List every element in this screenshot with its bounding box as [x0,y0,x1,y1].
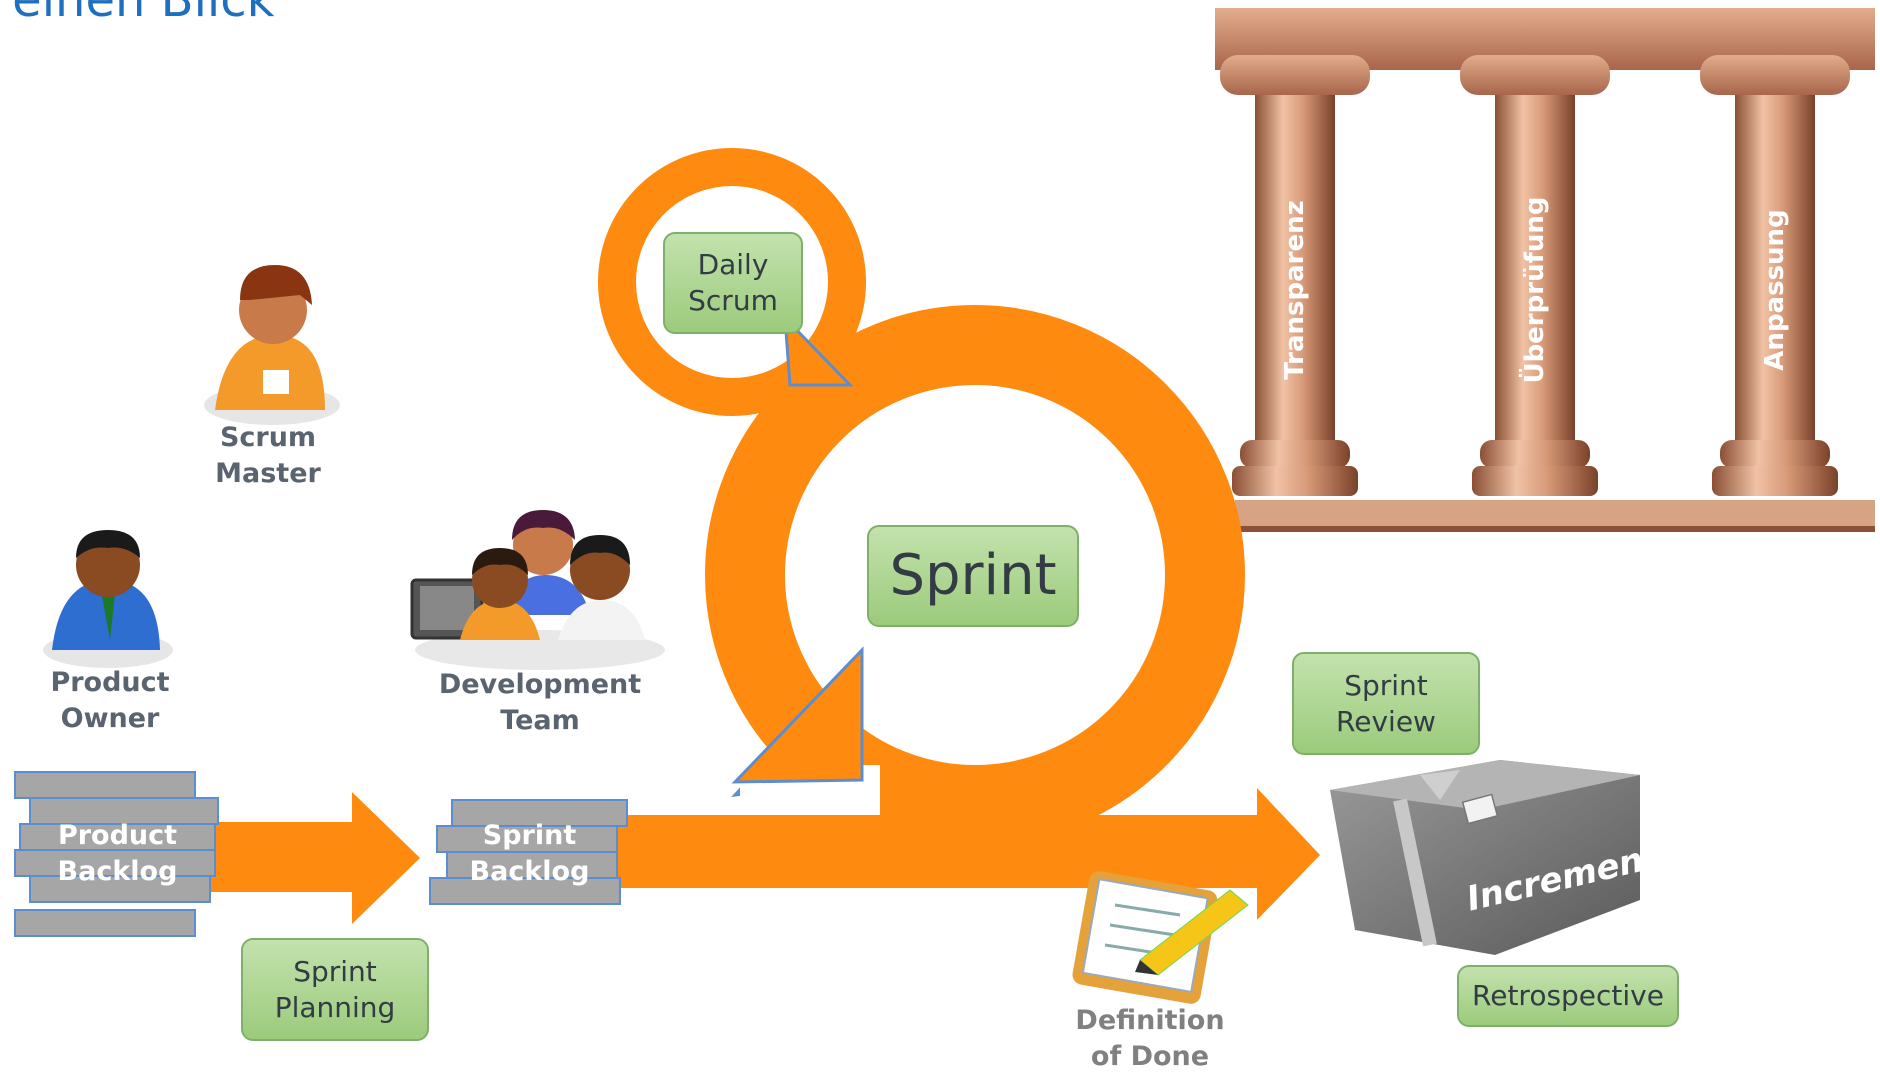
pillar-label-transparenz: Transparenz [1280,200,1310,380]
sprint-backlog-stack [429,799,628,905]
pillar-2 [1460,55,1610,496]
role-development-team: Development Team [438,669,642,736]
product-backlog-stack [14,771,219,937]
definition-of-done-label: Definition of Done [1075,1005,1225,1072]
event-sprint-review: Sprint Review [1292,652,1480,755]
arrow-planning [178,792,420,924]
pillar-1 [1220,55,1370,496]
pillars-temple [1215,8,1875,532]
pillar-label-anpassung: Anpassung [1760,209,1790,371]
pillar-label-ueberpruefung: Überprüfung [1520,196,1550,384]
product-backlog-label: Product Backlog [57,820,178,887]
temple-base [1235,500,1875,530]
pillar-3 [1700,55,1850,496]
event-daily-scrum: Daily Scrum [663,232,803,334]
scrum-master-avatar [204,265,340,425]
development-team-avatar [410,510,665,670]
event-sprint: Sprint [867,525,1079,627]
sprint-backlog-label: Sprint Backlog [469,820,590,887]
increment-box [1330,760,1640,955]
product-owner-avatar [43,530,173,668]
page-title: f einen Blick [0,0,275,28]
event-sprint-planning: Sprint Planning [241,938,429,1041]
event-retrospective: Retrospective [1457,965,1679,1027]
role-scrum-master: Scrum Master [215,422,321,489]
role-product-owner: Product Owner [50,667,170,734]
definition-of-done-clipboard [1072,871,1249,1004]
daily-cycle [598,148,866,416]
